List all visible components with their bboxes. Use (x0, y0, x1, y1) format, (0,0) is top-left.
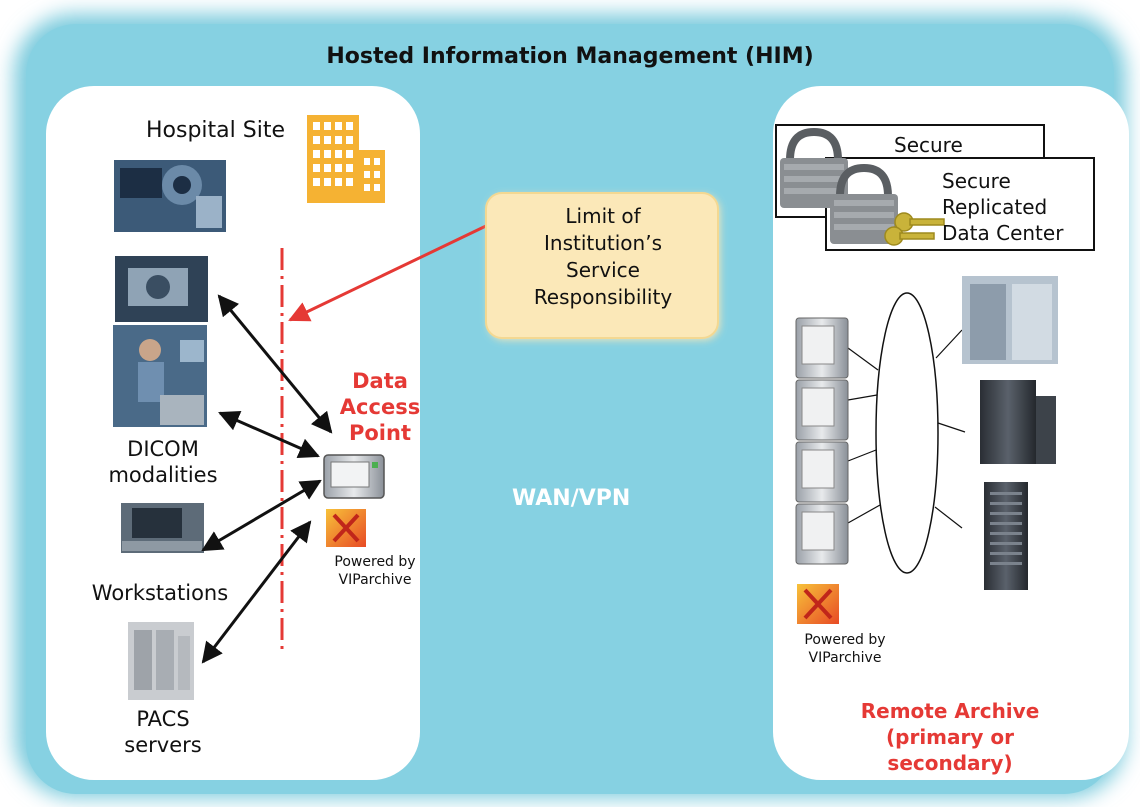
scanner-room-photo (114, 160, 226, 232)
powered-by-right-line2: VIParchive (808, 650, 882, 666)
remote-server-icon (795, 441, 849, 503)
building-icon (307, 115, 385, 203)
access-point-line3: Point (348, 421, 411, 445)
diagram-title: Hosted Information Management (HIM) (326, 44, 814, 69)
padlock-icon (780, 127, 848, 208)
key-icon (884, 212, 945, 246)
access-point-line2: Access (339, 395, 421, 419)
storage-cabinet-photo (962, 276, 1058, 364)
pacs-label-line2: servers (124, 733, 202, 757)
powered-by-line1: Powered by (334, 554, 416, 570)
viparchive-logo-icon (326, 509, 366, 547)
data-access-point-label: Data Access Point (330, 368, 430, 446)
limit-line4: Responsibility (533, 285, 673, 309)
remote-archive-line2: (primary or secondary) (886, 725, 1014, 775)
pacs-label-line1: PACS (136, 707, 190, 731)
powered-by-line2: VIParchive (338, 572, 412, 588)
dicom-label-line2: modalities (108, 463, 218, 487)
powered-by-right-line1: Powered by (804, 632, 886, 648)
modality-photo (115, 256, 208, 322)
hospital-site-label: Hospital Site (146, 118, 285, 143)
technician-arrow (218, 410, 320, 459)
limit-line1: Limit of (565, 204, 641, 228)
modality-arrow (217, 294, 333, 434)
storage-tower-photo (980, 380, 1056, 464)
remote-archive-label: Remote Archive (primary or secondary) (820, 698, 1080, 776)
technician-photo (113, 325, 207, 427)
remote-server-icon (795, 379, 849, 441)
network-links (847, 329, 966, 529)
access-point-server-icon (323, 454, 385, 499)
connection-arrows (201, 294, 333, 664)
pacs-servers-photo (128, 622, 194, 700)
powered-by-left: Powered by VIParchive (320, 553, 430, 589)
secure-front-label: Secure Replicated Data Center (942, 168, 1063, 246)
powered-by-right: Powered by VIParchive (790, 631, 900, 667)
secure-front-line1: Secure (942, 169, 1011, 193)
workstation-photo (121, 503, 204, 553)
remote-server-icon (795, 503, 849, 565)
server-rack-photo (984, 482, 1028, 590)
viparchive-logo-icon (797, 584, 839, 624)
remote-server-icon (795, 317, 849, 379)
pacs-arrow (201, 520, 312, 664)
limit-box (485, 192, 719, 339)
dicom-modalities-label: DICOM modalities (98, 436, 228, 488)
network-ellipse (875, 292, 939, 574)
limit-line2: Institution’s (544, 231, 662, 255)
remote-archive-panel (773, 86, 1129, 780)
dicom-label-line1: DICOM (127, 437, 199, 461)
wan-vpn-label: WAN/VPN (512, 486, 631, 511)
remote-archive-line1: Remote Archive (860, 699, 1040, 723)
pacs-servers-label: PACS servers (108, 706, 218, 758)
secure-front-line3: Data Center (942, 221, 1064, 245)
access-point-line1: Data (352, 369, 408, 393)
secure-front-line2: Replicated (942, 195, 1048, 219)
workstations-label: Workstations (91, 581, 229, 605)
secure-back-label: Secure (894, 133, 963, 157)
padlock-icon (830, 163, 898, 244)
limit-box-text: Limit of Institution’s Service Responsib… (484, 203, 722, 311)
limit-line3: Service (566, 258, 640, 282)
